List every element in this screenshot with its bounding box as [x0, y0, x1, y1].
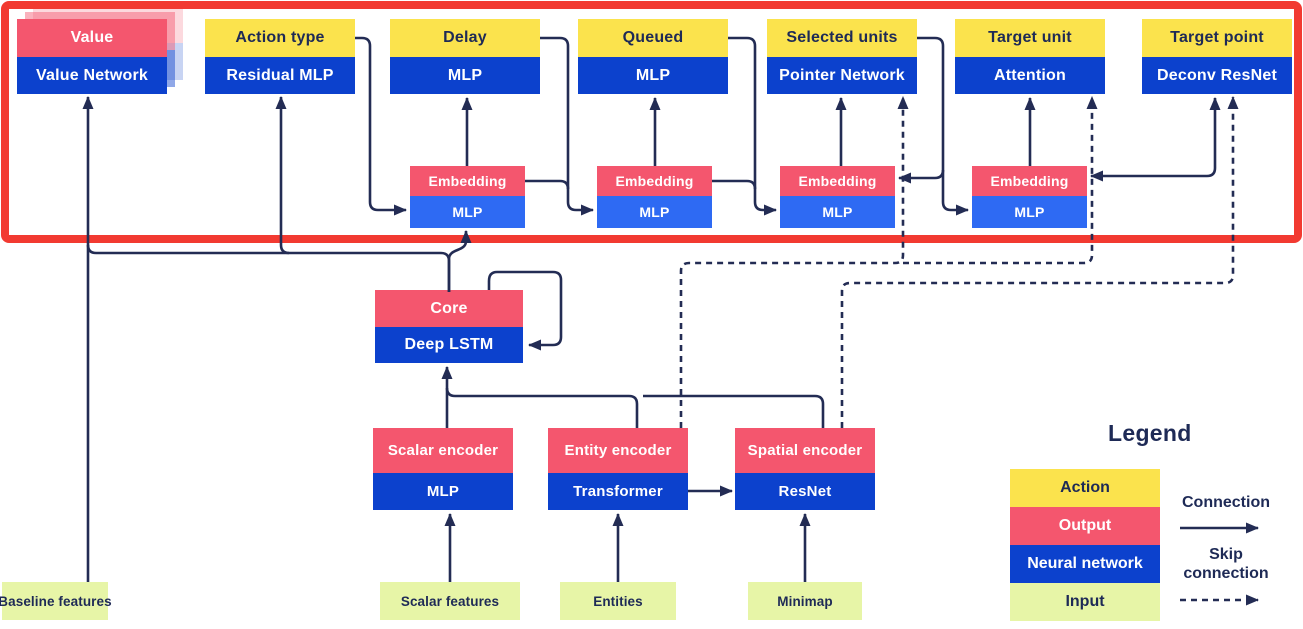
node-value-header: Value — [17, 19, 167, 57]
node-embedding-1-body: MLP — [410, 196, 525, 228]
input-entities: Entities — [560, 582, 676, 620]
connection-embedding-2-merge — [712, 179, 757, 190]
node-core-header: Core — [375, 290, 523, 327]
node-target-point: Target point Deconv ResNet — [1142, 19, 1292, 94]
node-embedding-4-header: Embedding — [972, 166, 1087, 196]
node-embedding-4: Embedding MLP — [972, 166, 1087, 228]
input-baseline-features: Baseline features — [0, 582, 112, 620]
legend-skip-connection-label: Skip connection — [1183, 546, 1269, 582]
node-target-unit-header: Target unit — [955, 19, 1105, 57]
node-delay: Delay MLP — [390, 19, 540, 94]
connection-entity-encoder-to-lstm — [445, 387, 639, 428]
node-embedding-2: Embedding MLP — [597, 166, 712, 228]
node-delay-header: Delay — [390, 19, 540, 57]
node-scalar-encoder: Scalar encoder MLP — [373, 428, 513, 510]
node-entity-encoder: Entity encoder Transformer — [548, 428, 688, 510]
legend-swatch-neural-network: Neural network — [1010, 545, 1160, 583]
node-spatial-encoder: Spatial encoder ResNet — [735, 428, 875, 510]
node-action-type-body: Residual MLP — [205, 57, 355, 94]
input-minimap: Minimap — [748, 582, 862, 620]
skip-spatial-encoder-to-deconv-resnet — [840, 96, 1239, 428]
legend-connection-label: Connection — [1182, 494, 1270, 511]
node-delay-body: MLP — [390, 57, 540, 94]
node-scalar-encoder-header: Scalar encoder — [373, 428, 513, 473]
connection-embedding-4-to-deconv-resnet — [1090, 97, 1221, 182]
node-selected-units-body: Pointer Network — [767, 57, 917, 94]
connection-embedding-1-merge — [525, 179, 570, 190]
node-value: Value Value Network — [17, 19, 167, 94]
node-queued: Queued MLP — [578, 19, 728, 94]
node-selected-units-header: Selected units — [767, 19, 917, 57]
node-embedding-3-body: MLP — [780, 196, 895, 228]
node-core-body: Deep LSTM — [375, 327, 523, 363]
input-scalar-features: Scalar features — [380, 582, 520, 620]
node-target-point-header: Target point — [1142, 19, 1292, 57]
connection-selected-units-to-embedding-3 — [898, 169, 945, 184]
node-embedding-4-body: MLP — [972, 196, 1087, 228]
node-embedding-2-body: MLP — [597, 196, 712, 228]
node-embedding-1: Embedding MLP — [410, 166, 525, 228]
node-entity-encoder-header: Entity encoder — [548, 428, 688, 473]
legend-swatch-output: Output — [1010, 507, 1160, 545]
legend-title: Legend — [1108, 420, 1192, 446]
node-spatial-encoder-body: ResNet — [735, 473, 875, 510]
legend-swatch-input: Input — [1010, 583, 1160, 621]
node-queued-body: MLP — [578, 57, 728, 94]
node-entity-encoder-body: Transformer — [548, 473, 688, 510]
node-target-unit: Target unit Attention — [955, 19, 1105, 94]
connection-spatial-encoder-to-lstm — [643, 394, 825, 428]
node-queued-header: Queued — [578, 19, 728, 57]
legend-swatch-action: Action — [1010, 469, 1160, 507]
node-target-unit-body: Attention — [955, 57, 1105, 94]
node-spatial-encoder-header: Spatial encoder — [735, 428, 875, 473]
node-value-body: Value Network — [17, 57, 167, 94]
connection-core-branch-left — [86, 244, 451, 292]
connection-core-to-embedding-1 — [447, 230, 472, 292]
node-scalar-encoder-body: MLP — [373, 473, 513, 510]
node-action-type-header: Action type — [205, 19, 355, 57]
node-core: Core Deep LSTM — [375, 290, 523, 363]
node-selected-units: Selected units Pointer Network — [767, 19, 917, 94]
node-action-type: Action type Residual MLP — [205, 19, 355, 94]
connection-core-to-residual-mlp — [275, 96, 290, 255]
skip-entity-encoder-to-pointer-network — [679, 96, 909, 428]
node-target-point-body: Deconv ResNet — [1142, 57, 1292, 94]
node-embedding-3: Embedding MLP — [780, 166, 895, 228]
node-embedding-3-header: Embedding — [780, 166, 895, 196]
node-embedding-1-header: Embedding — [410, 166, 525, 196]
node-embedding-2-header: Embedding — [597, 166, 712, 196]
